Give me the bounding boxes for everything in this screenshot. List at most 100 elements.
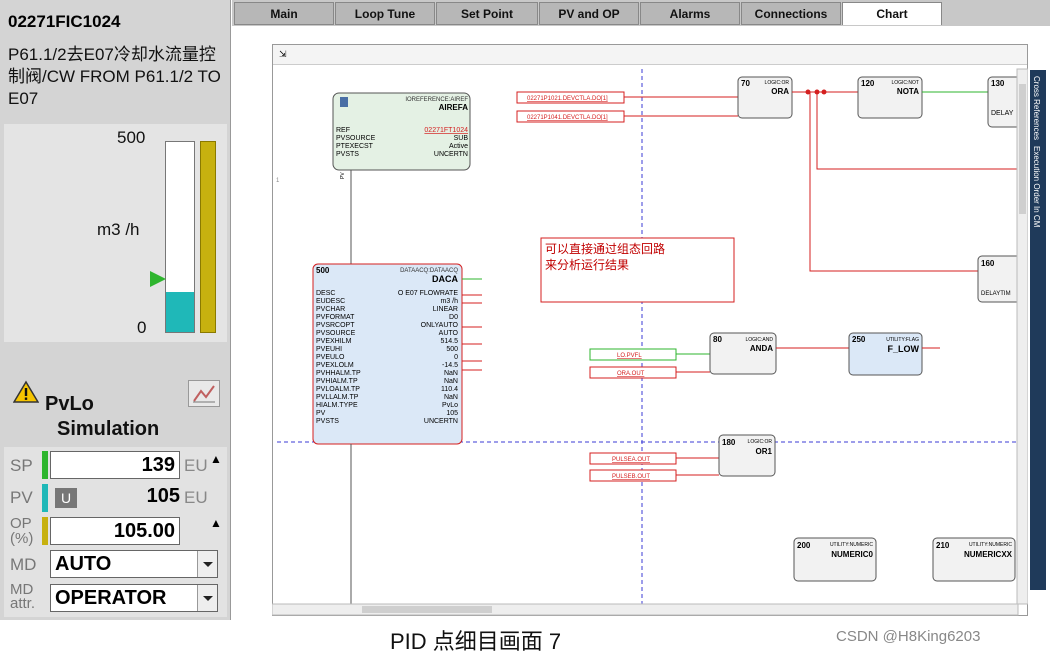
svg-text:PVEUHI: PVEUHI bbox=[316, 346, 342, 353]
flow-type: UTILITY:FLAG bbox=[886, 337, 919, 343]
ora-type: LOGIC:OR bbox=[765, 80, 790, 86]
daca-eudesc: m3 /h bbox=[440, 298, 458, 305]
chevron-down-icon[interactable] bbox=[197, 551, 217, 577]
svg-text:PV: PV bbox=[316, 410, 326, 417]
side-tab-cross-references[interactable]: Cross References bbox=[1032, 76, 1041, 141]
op-up-icon[interactable]: ▲ bbox=[210, 516, 222, 530]
daca-type: DATAACQ:DATAACQ bbox=[400, 268, 458, 274]
daca-pvllalm: NaN bbox=[444, 394, 458, 401]
nota-num: 120 bbox=[861, 79, 875, 88]
svg-text:PVFORMAT: PVFORMAT bbox=[316, 314, 355, 321]
flow-num: 250 bbox=[852, 335, 866, 344]
tab-pv-and-op[interactable]: PV and OP bbox=[539, 2, 639, 25]
daca-hialm-type: PvLo bbox=[442, 402, 458, 409]
ref-ora-out: ORA.OUT bbox=[617, 371, 645, 377]
page-icon[interactable]: ⇲ bbox=[279, 49, 287, 59]
tab-loop-tune[interactable]: Loop Tune bbox=[335, 2, 435, 25]
tab-alarms[interactable]: Alarms bbox=[640, 2, 740, 25]
sp-indicator-icon bbox=[150, 271, 166, 287]
alarm-label: PvLo bbox=[45, 393, 94, 415]
svg-text:PVLOALM.TP: PVLOALM.TP bbox=[316, 386, 360, 393]
delay1-name: DELAY bbox=[991, 110, 1014, 117]
mode-dropdown[interactable]: AUTO bbox=[50, 550, 218, 578]
side-tab-execution-order[interactable]: Execution Order In CM bbox=[1032, 146, 1041, 228]
delay2-name: DELAYTIM bbox=[981, 291, 1011, 297]
svg-text:1: 1 bbox=[276, 178, 280, 184]
daca-pveulo: 0 bbox=[454, 354, 458, 361]
or1-name: OR1 bbox=[756, 447, 773, 456]
airefa-ref: 02271FT1024 bbox=[424, 127, 468, 134]
mode-attr-dropdown[interactable]: OPERATOR bbox=[50, 584, 218, 612]
tab-connections[interactable]: Connections bbox=[741, 2, 841, 25]
tag-name: 02271FIC1024 bbox=[8, 12, 121, 31]
md-attr-label: MD attr. bbox=[10, 581, 36, 612]
num0-type: UTILITY:NUMERIC bbox=[830, 542, 873, 548]
daca-pvformat: D0 bbox=[449, 314, 458, 321]
daca-pvchar: LINEAR bbox=[433, 306, 458, 313]
svg-text:PVSOURCE: PVSOURCE bbox=[336, 135, 376, 142]
trend-icon bbox=[193, 385, 215, 403]
numxx-num: 210 bbox=[936, 541, 950, 550]
delay1-num: 130 bbox=[991, 79, 1005, 88]
airefa-name: AIREFA bbox=[439, 103, 469, 112]
io-icon bbox=[340, 97, 348, 107]
tab-chart[interactable]: Chart bbox=[842, 2, 942, 25]
svg-text:PVLLALM.TP: PVLLALM.TP bbox=[316, 394, 359, 401]
pv-label: PV bbox=[10, 488, 33, 507]
chevron-down-icon[interactable] bbox=[197, 585, 217, 611]
nota-name: NOTA bbox=[897, 87, 919, 96]
nota-type: LOGIC:NOT bbox=[891, 80, 919, 86]
svg-text:PVSRCOPT: PVSRCOPT bbox=[316, 322, 355, 329]
trend-button[interactable] bbox=[188, 380, 220, 407]
airefa-type: IOREFERENCE:AIREF bbox=[405, 97, 468, 103]
tab-set-point[interactable]: Set Point bbox=[436, 2, 538, 25]
units-label: m3 /h bbox=[97, 220, 140, 239]
vertical-scrollbar-thumb bbox=[1019, 84, 1026, 214]
svg-text:PVSTS: PVSTS bbox=[316, 418, 339, 425]
annotation-line2: 来分析运行结果 bbox=[545, 258, 629, 272]
ref-lo-pvfl: LO.PVFL bbox=[617, 353, 642, 359]
daca-desc: O E07 FLOWRATE bbox=[398, 290, 458, 297]
tag-description: P61.1/2去E07冷却水流量控制阀/CW FROM P61.1/2 TO E… bbox=[8, 45, 221, 108]
svg-text:HIALM.TYPE: HIALM.TYPE bbox=[316, 402, 358, 409]
daca-pvhhalm: NaN bbox=[444, 370, 458, 377]
sp-value-field[interactable]: 139 bbox=[50, 451, 180, 479]
anda-type: LOGIC:AND bbox=[745, 337, 773, 343]
credit-watermark: CSDN @H8King6203 bbox=[836, 628, 981, 645]
sp-color-bar bbox=[42, 451, 48, 479]
op-value-field[interactable]: 105.00 bbox=[50, 517, 180, 545]
tab-bar: Main Loop Tune Set Point PV and OP Alarm… bbox=[232, 0, 1050, 26]
ref-p1041: 02271P1041.DEVCTLA.DO[1] bbox=[527, 115, 608, 121]
svg-text:PVHHALM.TP: PVHHALM.TP bbox=[316, 370, 361, 377]
svg-text:DESC: DESC bbox=[316, 290, 335, 297]
or1-num: 180 bbox=[722, 438, 736, 447]
sp-eu: EU bbox=[184, 456, 208, 475]
daca-pvsts: UNCERTN bbox=[424, 418, 458, 425]
num0-name: NUMERIC0 bbox=[831, 550, 873, 559]
pv-status-badge: U bbox=[55, 488, 77, 508]
annotation-line1: 可以直接通过组态回路 bbox=[545, 241, 665, 256]
pv-eu: EU bbox=[184, 488, 208, 507]
tab-main[interactable]: Main bbox=[234, 2, 334, 25]
flow-name: F_LOW bbox=[888, 344, 920, 354]
anda-name: ANDA bbox=[750, 344, 773, 353]
side-panel: Cross References Execution Order In CM bbox=[1030, 70, 1046, 590]
daca-pveuhi: 500 bbox=[446, 346, 458, 353]
svg-text:PVHIALM.TP: PVHIALM.TP bbox=[316, 378, 358, 385]
pv-color-bar bbox=[42, 484, 48, 512]
daca-pvsrcopt: ONLYAUTO bbox=[421, 322, 459, 329]
scale-max: 500 bbox=[117, 128, 146, 147]
chart-toolbar: ⇲ bbox=[273, 45, 1027, 65]
warning-icon bbox=[13, 380, 39, 403]
svg-text:PVCHAR: PVCHAR bbox=[316, 306, 345, 313]
svg-text:PVEXLOLM: PVEXLOLM bbox=[316, 362, 354, 369]
op-label: OP (%) bbox=[10, 515, 34, 547]
daca-pvexhilm: 514.5 bbox=[440, 338, 458, 345]
pv-bar-fill bbox=[166, 292, 194, 332]
pv-value: 105 bbox=[146, 485, 180, 507]
sp-label: SP bbox=[10, 456, 33, 475]
sp-up-icon[interactable]: ▲ bbox=[210, 452, 222, 466]
or1-type: LOGIC:OR bbox=[748, 439, 773, 445]
svg-text:PVSOURCE: PVSOURCE bbox=[316, 330, 356, 337]
